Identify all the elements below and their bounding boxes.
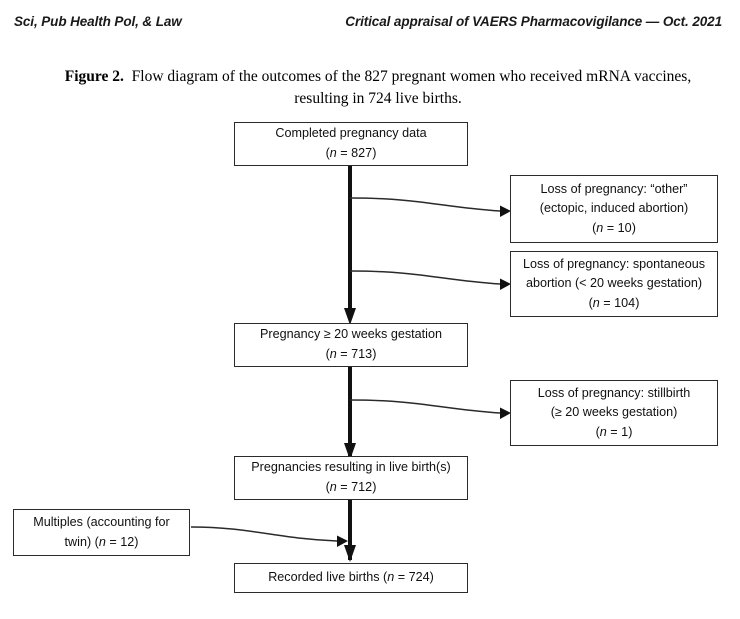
branch-curve-multiples	[190, 526, 338, 542]
node-stillbirth-line1: Loss of pregnancy: stillbirth	[537, 385, 691, 400]
equals-sign: =	[336, 480, 352, 494]
paren-open: (	[325, 146, 330, 160]
paren-close: )	[134, 534, 139, 549]
n-symbol: n	[599, 424, 607, 439]
node-live-births-line1: Pregnancies resulting in live birth(s)	[251, 460, 451, 475]
node-completed-count: (n = 827)	[241, 144, 461, 164]
node-recorded-live-births: Recorded live births (n = 724)	[234, 563, 468, 593]
paren-open: (	[592, 220, 597, 235]
n-symbol: n	[329, 146, 337, 160]
node-stillbirth-line2: (≥ 20 weeks gestation)	[550, 405, 678, 420]
node-pregnancy-20-weeks: Pregnancy ≥ 20 weeks gestation (n = 713)	[234, 323, 468, 367]
trunk-segment-1	[348, 165, 352, 313]
paren-close: )	[635, 295, 640, 310]
paren-close: )	[372, 480, 377, 494]
node-loss-of-pregnancy-other: Loss of pregnancy: “other” (ectopic, ind…	[510, 175, 718, 243]
n-value: 713	[351, 347, 373, 361]
n-symbol: n	[329, 347, 337, 361]
branch-curve-stillbirth	[349, 399, 501, 414]
node-live-births-count: (n = 712)	[241, 478, 461, 498]
n-symbol: n	[592, 295, 600, 310]
node-recorded-line1-prefix: Recorded live births	[268, 570, 383, 585]
equals-sign: =	[105, 534, 121, 549]
paren-open: (	[94, 534, 99, 549]
paren-open: (	[383, 570, 388, 585]
n-value: 1	[621, 424, 629, 439]
figure-caption-label: Figure 2.	[64, 68, 124, 85]
node-recorded-line1: Recorded live births (n = 724)	[241, 568, 461, 588]
n-symbol: n	[596, 220, 604, 235]
equals-sign: =	[394, 570, 409, 585]
figure-caption-text: Flow diagram of the outcomes of the 827 …	[131, 68, 692, 108]
running-head-left: Sci, Pub Health Pol, & Law	[14, 14, 182, 29]
node-loss-other-line1: Loss of pregnancy: “other”	[540, 181, 688, 196]
node-multiples-line2-prefix: twin)	[64, 534, 95, 549]
n-value: 12	[120, 534, 135, 549]
node-loss-other-line2: (ectopic, induced abortion)	[539, 201, 689, 216]
paren-close: )	[628, 424, 633, 439]
node-loss-of-pregnancy-stillbirth: Loss of pregnancy: stillbirth (≥ 20 week…	[510, 380, 718, 446]
branch-curve-loss-spontaneous	[349, 270, 501, 285]
paren-open: (	[588, 295, 593, 310]
paren-open: (	[325, 480, 330, 494]
node-loss-of-pregnancy-spontaneous: Loss of pregnancy: spontaneous abortion …	[510, 251, 718, 317]
node-pregnancy-20w-line1: Pregnancy ≥ 20 weeks gestation	[260, 327, 442, 342]
trunk-segment-2	[348, 366, 352, 460]
paren-open: (	[325, 347, 330, 361]
node-loss-spontaneous-count: (n = 104)	[517, 294, 711, 314]
arrowhead-right-4	[337, 535, 348, 547]
paren-close: )	[631, 220, 636, 235]
node-loss-spontaneous-line2: abortion (< 20 weeks gestation)	[525, 276, 703, 291]
equals-sign: =	[603, 220, 618, 235]
branch-curve-loss-other	[349, 197, 501, 212]
n-symbol: n	[329, 480, 337, 494]
n-symbol: n	[98, 534, 106, 549]
equals-sign: =	[336, 347, 352, 361]
node-completed-pregnancy-data: Completed pregnancy data (n = 827)	[234, 122, 468, 166]
n-value: 104	[614, 295, 636, 310]
equals-sign: =	[606, 424, 622, 439]
paren-close: )	[372, 347, 377, 361]
paren-close: )	[372, 146, 377, 160]
n-value: 724	[408, 570, 430, 585]
node-loss-other-count: (n = 10)	[517, 219, 711, 239]
equals-sign: =	[336, 146, 352, 160]
node-completed-line1: Completed pregnancy data	[275, 126, 427, 141]
node-pregnancy-20w-count: (n = 713)	[241, 345, 461, 365]
n-value: 712	[351, 480, 373, 494]
paren-close: )	[429, 570, 434, 585]
node-loss-spontaneous-line1: Loss of pregnancy: spontaneous	[522, 256, 706, 271]
figure-caption: Figure 2. Flow diagram of the outcomes o…	[38, 66, 718, 111]
node-pregnancies-live-births: Pregnancies resulting in live birth(s) (…	[234, 456, 468, 500]
equals-sign: =	[599, 295, 615, 310]
n-symbol: n	[387, 570, 395, 585]
paren-open: (	[595, 424, 600, 439]
node-multiples: Multiples (accounting for twin) (n = 12)	[13, 509, 190, 556]
running-head-right: Critical appraisal of VAERS Pharmacovigi…	[345, 14, 722, 29]
n-value: 827	[351, 146, 373, 160]
trunk-segment-3	[348, 498, 352, 560]
node-multiples-line2: twin) (n = 12)	[20, 533, 183, 553]
node-multiples-line1: Multiples (accounting for	[33, 514, 170, 529]
node-stillbirth-count: (n = 1)	[517, 423, 711, 443]
n-value: 10	[617, 220, 632, 235]
